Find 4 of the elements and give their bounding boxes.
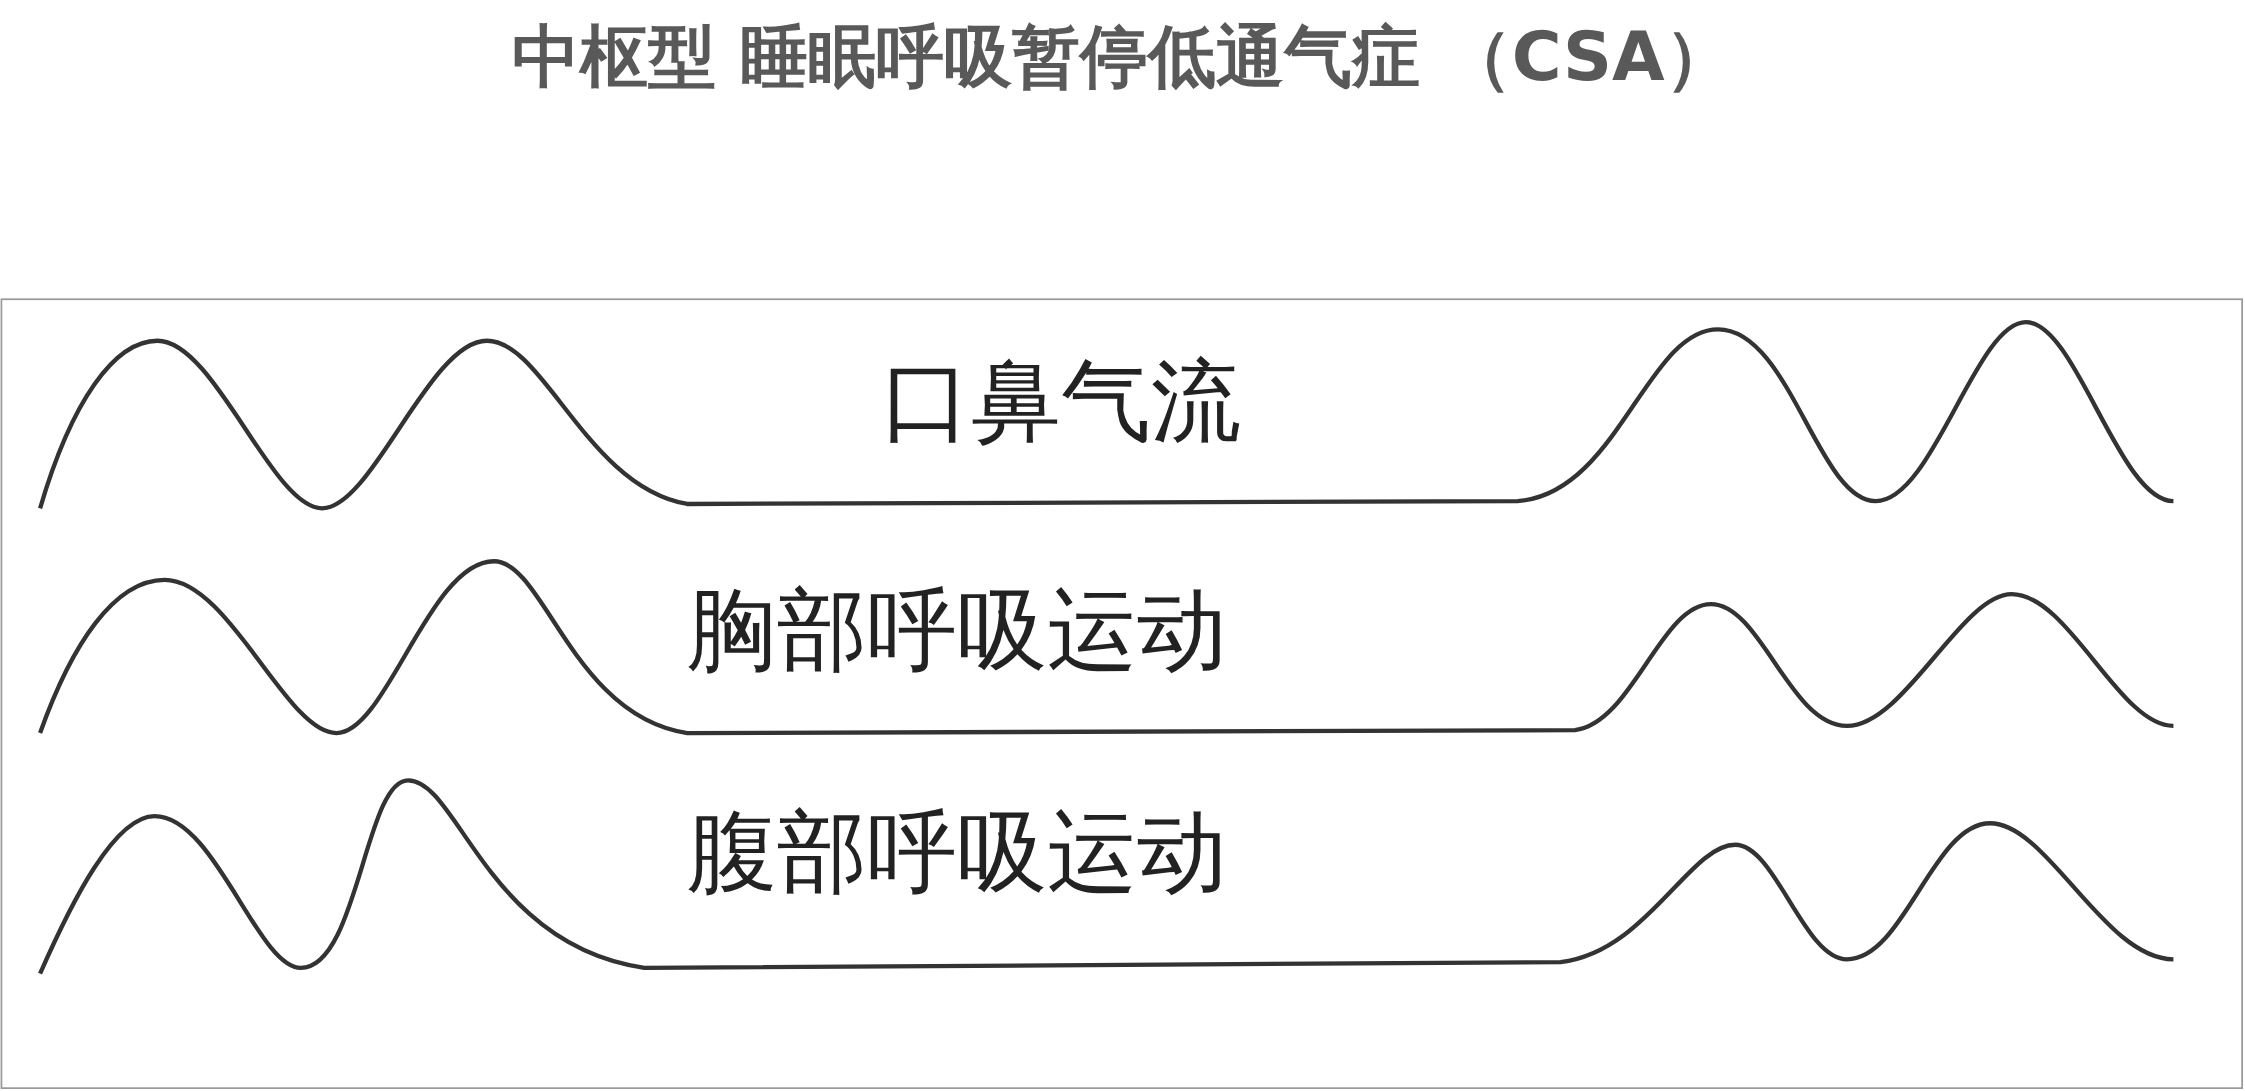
- signal-label: 胸部呼吸运动: [687, 579, 1228, 679]
- title: 中枢型 睡眠呼吸暂停低通气症 （CSA）: [511, 16, 1734, 98]
- signal-label: 口鼻气流: [880, 350, 1241, 450]
- signal-label: 腹部呼吸运动: [687, 801, 1228, 901]
